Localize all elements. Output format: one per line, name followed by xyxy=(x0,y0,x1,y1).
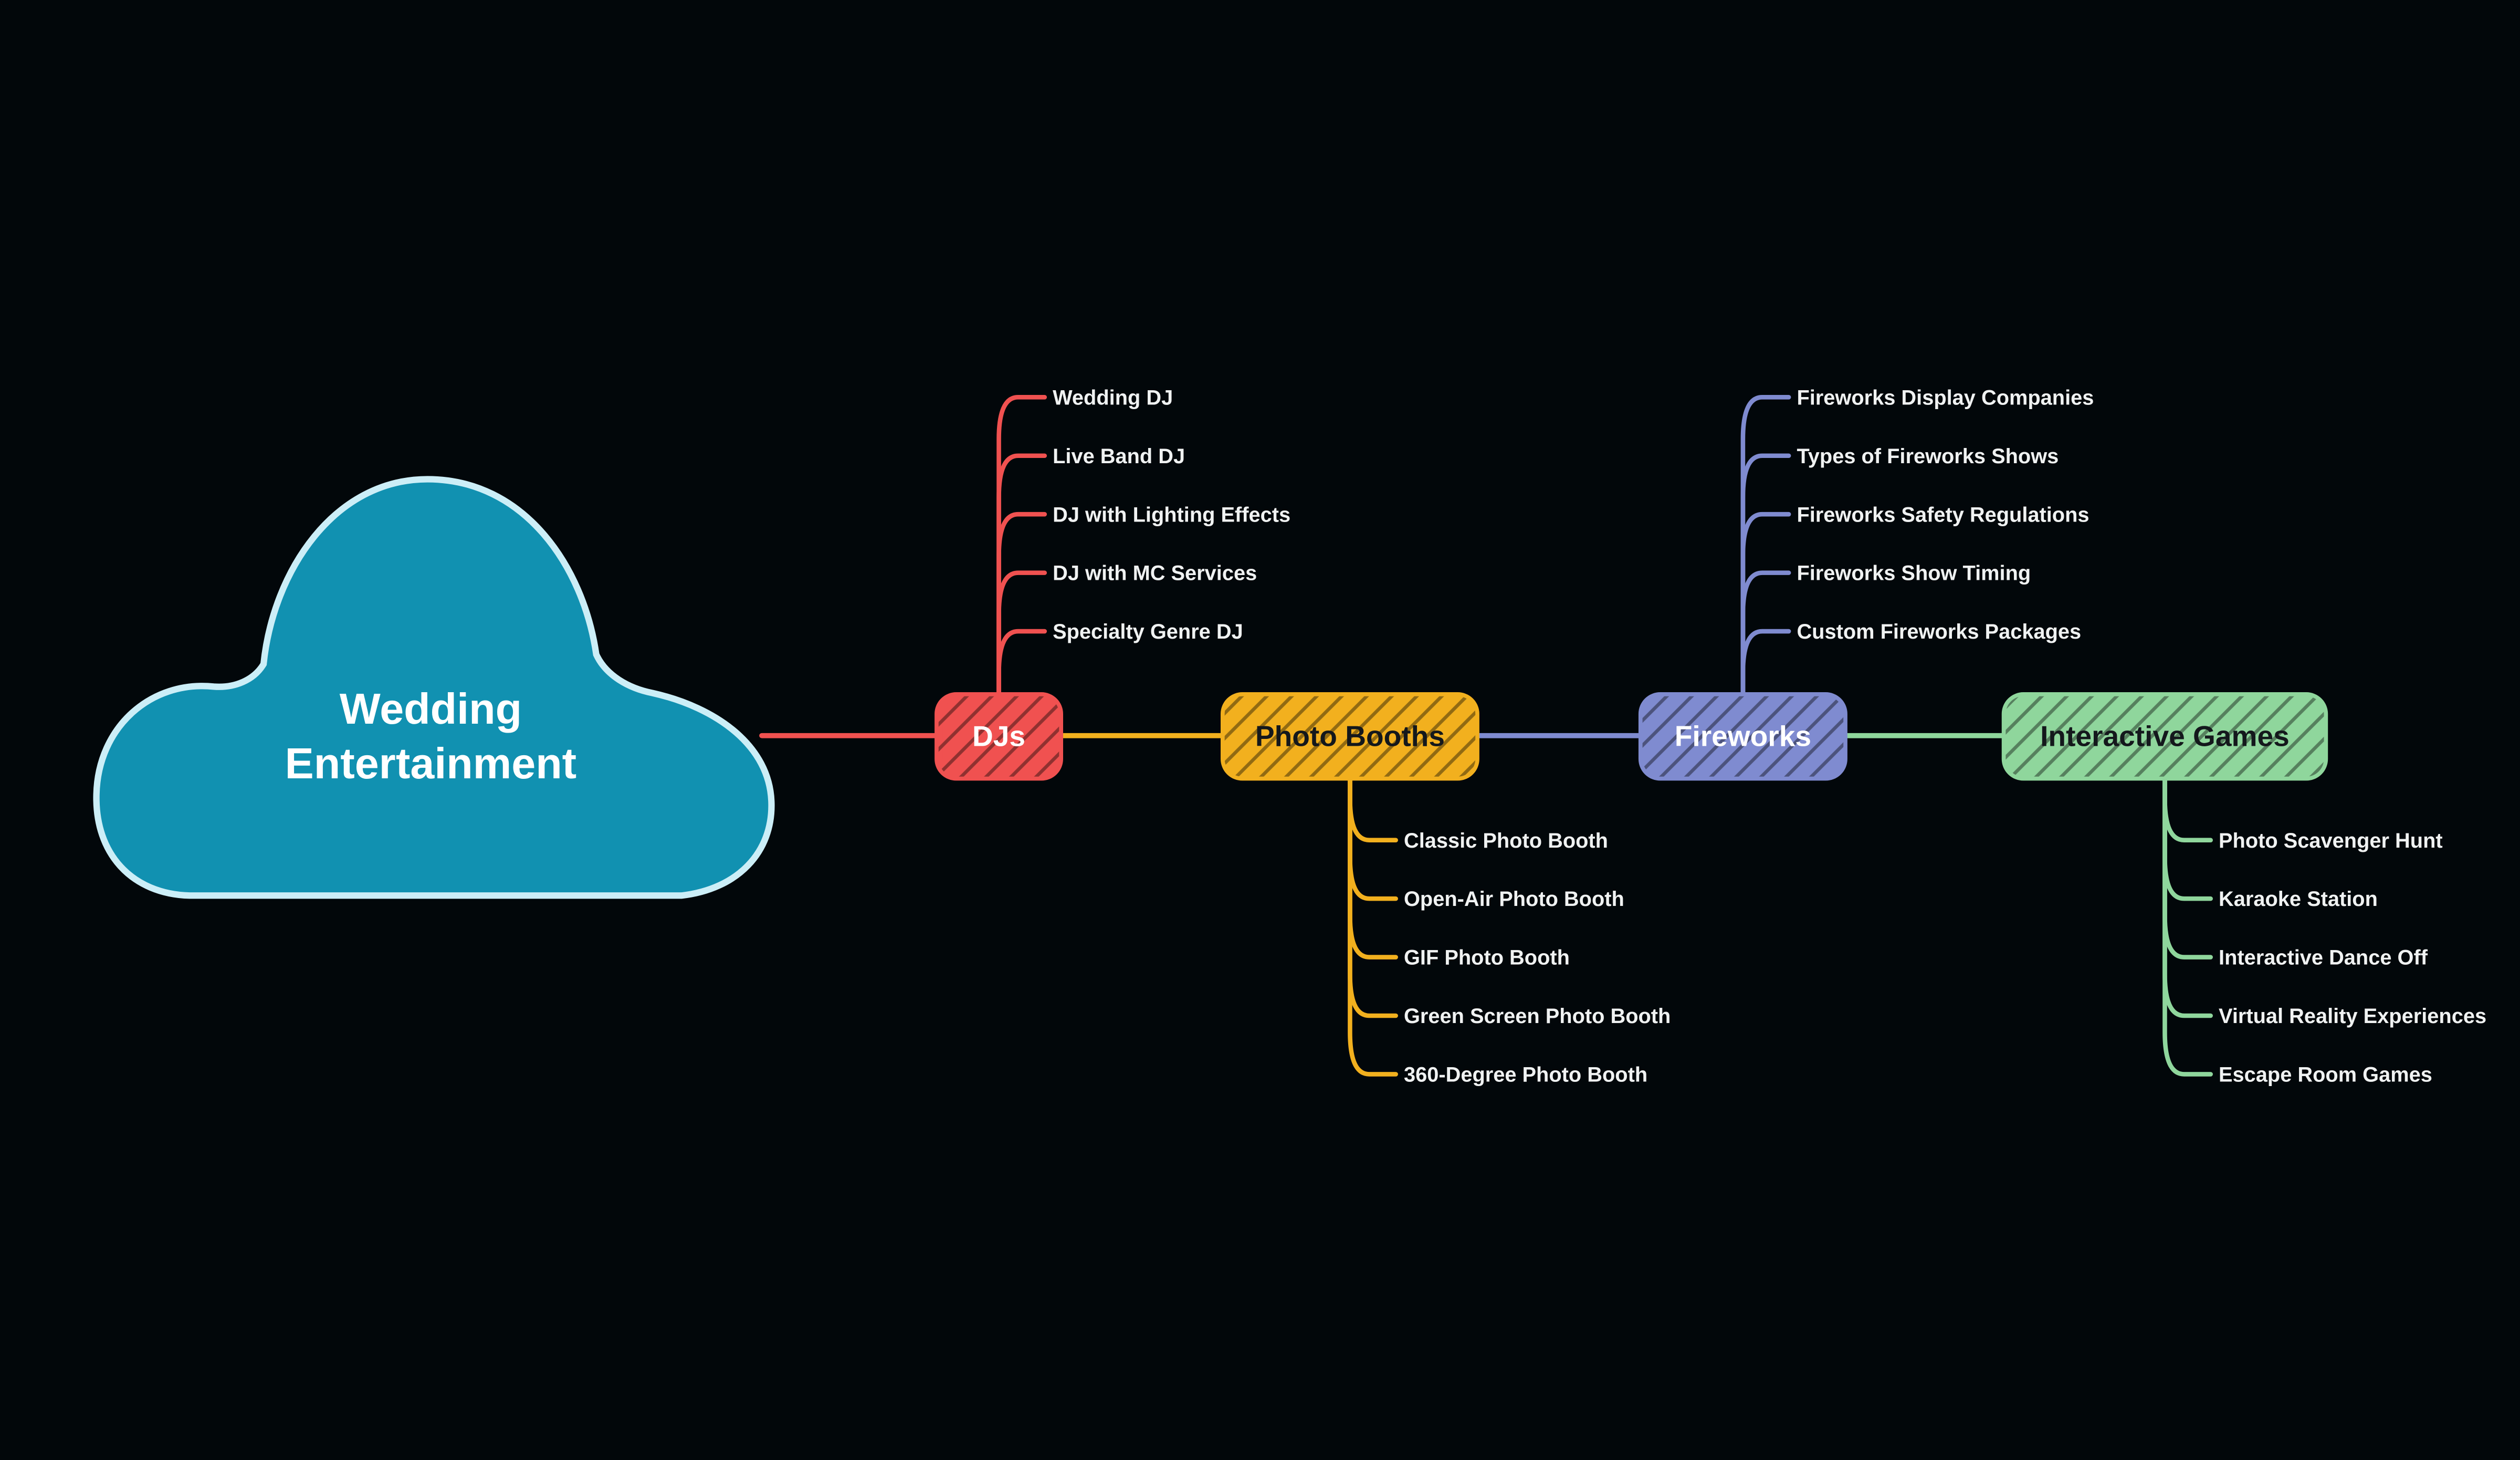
subtopic-connector-fireworks-2 xyxy=(1740,512,1791,698)
subtopic-label[interactable]: Interactive Dance Off xyxy=(2219,946,2428,969)
branch-node-texture-photo-booths xyxy=(1224,696,1476,777)
subtopic-connector-djs-3 xyxy=(996,570,1047,698)
central-topic-node[interactable]: Wedding Entertainment xyxy=(93,476,775,899)
branch-node-label-interactive-games: Interactive Games xyxy=(2040,720,2290,753)
branch-node-texture-djs xyxy=(938,696,1059,777)
subtopic-label[interactable]: Fireworks Display Companies xyxy=(1797,386,2094,409)
subtopic-label[interactable]: Specialty Genre DJ xyxy=(1053,620,1243,643)
subtopic-connector-photo-booths-0 xyxy=(1348,774,1398,842)
subtopic-label[interactable]: Virtual Reality Experiences xyxy=(2219,1005,2486,1028)
branch-node-label-photo-booths: Photo Booths xyxy=(1255,720,1445,753)
cloud-shape xyxy=(93,476,775,899)
branch-node-photo-booths[interactable]: Photo Booths xyxy=(1220,692,1479,781)
subtopic-label[interactable]: Open-Air Photo Booth xyxy=(1404,888,1624,911)
subtopic-connector-interactive-games-0 xyxy=(2162,774,2213,842)
subtopic-connector-djs-0 xyxy=(996,395,1047,698)
subtopic-label[interactable]: DJ with Lighting Effects xyxy=(1053,503,1290,526)
connector-layer xyxy=(759,395,2213,1077)
branch-node-djs[interactable]: DJs xyxy=(934,692,1063,781)
branch-node-texture-interactive-games xyxy=(2006,696,2324,777)
subtopic-label[interactable]: Fireworks Show Timing xyxy=(1797,562,2031,585)
subtopic-connector-fireworks-0 xyxy=(1740,395,1791,698)
branch-node-texture-fireworks xyxy=(1642,696,1844,777)
branch-node-label-djs: DJs xyxy=(972,720,1025,753)
branch-node-label-fireworks: Fireworks xyxy=(1675,720,1811,753)
subtopic-label[interactable]: Live Band DJ xyxy=(1053,445,1185,468)
subtopic-label[interactable]: Custom Fireworks Packages xyxy=(1797,620,2081,643)
central-topic-label: Entertainment xyxy=(285,739,577,788)
subtopic-connector-djs-4 xyxy=(996,629,1047,698)
subtopic-connector-fireworks-1 xyxy=(1740,453,1791,698)
branch-node-fireworks[interactable]: Fireworks xyxy=(1638,692,1847,781)
subtopic-connector-photo-booths-4 xyxy=(1348,774,1398,1077)
subtopic-connector-interactive-games-3 xyxy=(2162,774,2213,1018)
subtopic-label-layer: Wedding DJ Live Band DJ DJ with Lighting E… xyxy=(1053,386,2486,1086)
subtopic-connector-djs-1 xyxy=(996,453,1047,698)
subtopic-label[interactable]: Classic Photo Booth xyxy=(1404,829,1608,852)
subtopic-connector-photo-booths-3 xyxy=(1348,774,1398,1018)
subtopic-label[interactable]: GIF Photo Booth xyxy=(1404,946,1570,969)
subtopic-connector-interactive-games-2 xyxy=(2162,774,2213,960)
subtopic-label[interactable]: Green Screen Photo Booth xyxy=(1404,1005,1671,1028)
subtopic-connector-photo-booths-2 xyxy=(1348,774,1398,960)
central-topic-label: Wedding xyxy=(340,684,522,733)
subtopic-label[interactable]: Photo Scavenger Hunt xyxy=(2219,829,2443,852)
subtopic-connector-fireworks-4 xyxy=(1740,629,1791,698)
subtopic-label[interactable]: Karaoke Station xyxy=(2219,888,2378,911)
subtopic-label[interactable]: Fireworks Safety Regulations xyxy=(1797,503,2089,526)
subtopic-label[interactable]: DJ with MC Services xyxy=(1053,562,1257,585)
subtopic-connector-fireworks-3 xyxy=(1740,570,1791,698)
branch-node-interactive-games[interactable]: Interactive Games xyxy=(2001,692,2328,781)
subtopic-label[interactable]: Types of Fireworks Shows xyxy=(1797,445,2059,468)
subtopic-label[interactable]: 360-Degree Photo Booth xyxy=(1404,1063,1647,1086)
branch-node-layer: DJs Photo Booths Fireworks Interactive Game… xyxy=(934,692,2328,781)
subtopic-connector-djs-2 xyxy=(996,512,1047,698)
subtopic-connector-interactive-games-1 xyxy=(2162,774,2213,901)
subtopic-connector-interactive-games-4 xyxy=(2162,774,2213,1077)
subtopic-label[interactable]: Escape Room Games xyxy=(2219,1063,2432,1086)
subtopic-connector-photo-booths-1 xyxy=(1348,774,1398,901)
subtopic-label[interactable]: Wedding DJ xyxy=(1053,386,1173,409)
